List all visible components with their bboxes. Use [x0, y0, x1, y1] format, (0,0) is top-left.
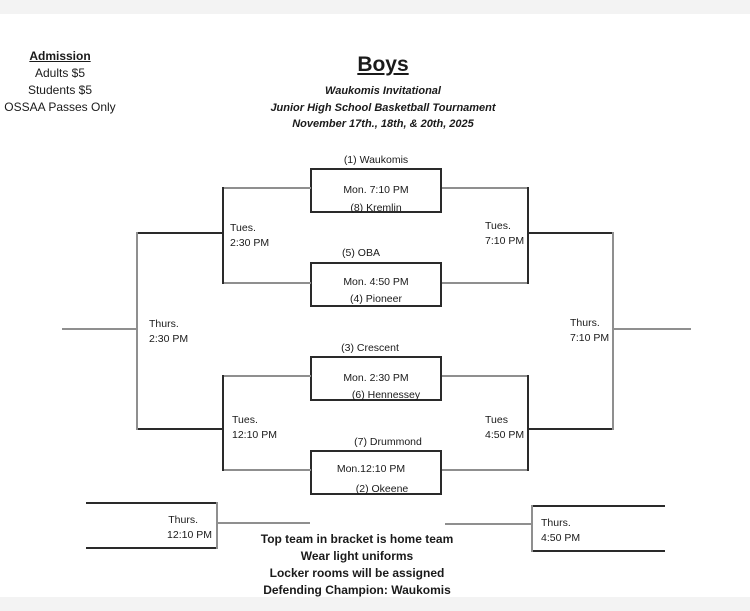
game2-bottom-line [310, 305, 442, 307]
game1-right-line [440, 168, 442, 211]
cons-semi-bottom-time: 12:10 PM [232, 429, 277, 441]
note-locker-rooms: Locker rooms will be assigned [269, 566, 445, 580]
c1-lower-arm [224, 282, 311, 284]
cons-semi-top-day: Tues. [230, 222, 256, 234]
third-top-line [533, 505, 665, 507]
winners-semi-top-day: Tues. [485, 220, 511, 232]
note-defending-champion: Defending Champion: Waukomis [263, 583, 451, 597]
champ-upper-arm [527, 232, 613, 234]
game3-right-line [440, 356, 442, 399]
game1-top-team: (1) Waukomis [343, 154, 409, 166]
admission-heading: Admission [29, 49, 91, 63]
w1-vertical [527, 187, 529, 284]
game1-left-line [310, 168, 312, 211]
w2-upper-arm [442, 375, 528, 377]
winners-semi-bottom-time: 4:50 PM [485, 429, 525, 441]
game4-left-line [310, 450, 312, 493]
game3-left-line [310, 356, 312, 399]
c1-vertical [222, 187, 224, 284]
game4-bottom-line [310, 493, 442, 495]
champ-exit [612, 328, 691, 330]
game2-bottom-team: (4) Pioneer [350, 293, 402, 305]
game3-top-team: (3) Crescent [341, 342, 399, 354]
game3-top-line [310, 356, 442, 358]
seventh-place-time: 12:10 PM [167, 529, 212, 541]
c1-upper-arm [224, 187, 311, 189]
champ-lower-arm [527, 428, 613, 430]
third-place-time: 4:50 PM [541, 532, 581, 544]
third-bottom-line [533, 550, 665, 552]
game3-bottom-team: (6) Hennessey [351, 389, 421, 401]
note-home-team: Top team in bracket is home team [260, 532, 454, 546]
game3-time: Mon. 2:30 PM [343, 372, 409, 384]
tournament-name: Junior High School Basketball Tournament [270, 102, 496, 114]
cons-final-time: 2:30 PM [149, 333, 189, 345]
cons-semi-bottom-day: Tues. [232, 414, 258, 426]
championship-time: 7:10 PM [570, 332, 610, 344]
game3-bottom-line [310, 399, 442, 401]
seventh-vertical [216, 502, 218, 549]
game4-top-team: (7) Drummond [354, 436, 422, 448]
page-title: Boys [357, 53, 409, 76]
cons-final-day: Thurs. [149, 318, 179, 330]
game4-top-line [310, 450, 442, 452]
game2-top-line [310, 262, 442, 264]
game1-top-line [310, 168, 442, 170]
cons-final-exit [62, 328, 138, 330]
winners-semi-top-time: 7:10 PM [485, 235, 525, 247]
note-uniforms: Wear light uniforms [300, 549, 414, 563]
c2-upper-arm [224, 375, 311, 377]
bracket-sheet: Admission Adults $5 Students $5 OSSAA Pa… [0, 14, 750, 597]
w1-lower-arm [442, 282, 528, 284]
champ-vertical [612, 232, 614, 430]
game4-right-line [440, 450, 442, 493]
event-name: Waukomis Invitational [325, 85, 441, 97]
cons-semi-top-time: 2:30 PM [230, 237, 270, 249]
admission-adults: Adults $5 [34, 66, 86, 80]
game2-time: Mon. 4:50 PM [343, 276, 409, 288]
tournament-dates: November 17th., 18th, & 20th, 2025 [292, 118, 474, 130]
seventh-exit [218, 522, 310, 524]
admission-passes: OSSAA Passes Only [4, 100, 116, 114]
cons-final-upper-arm [138, 232, 224, 234]
cons-final-lower-arm [138, 428, 224, 430]
game2-left-line [310, 262, 312, 305]
seventh-top-line [86, 502, 218, 504]
cons-final-vertical [136, 232, 138, 430]
w1-upper-arm [442, 187, 528, 189]
game1-bottom-line [310, 211, 442, 213]
c2-lower-arm [224, 469, 311, 471]
w2-vertical [527, 375, 529, 471]
game1-bottom-team: (8) Kremlin [350, 202, 402, 214]
game4-bottom-team: (2) Okeene [355, 483, 409, 495]
game1-time: Mon. 7:10 PM [343, 184, 409, 196]
c2-vertical [222, 375, 224, 471]
admission-students: Students $5 [27, 83, 93, 97]
third-vertical [531, 505, 533, 552]
game2-right-line [440, 262, 442, 305]
game2-top-team: (5) OBA [342, 247, 380, 259]
seventh-place-day: Thurs. [168, 514, 198, 526]
game4-time: Mon.12:10 PM [336, 463, 406, 475]
winners-semi-bottom-day: Tues [485, 414, 508, 426]
third-entry [445, 523, 533, 525]
championship-day: Thurs. [570, 317, 600, 329]
third-place-day: Thurs. [541, 517, 571, 529]
seventh-bottom-line [86, 547, 218, 549]
w2-lower-arm [442, 469, 528, 471]
